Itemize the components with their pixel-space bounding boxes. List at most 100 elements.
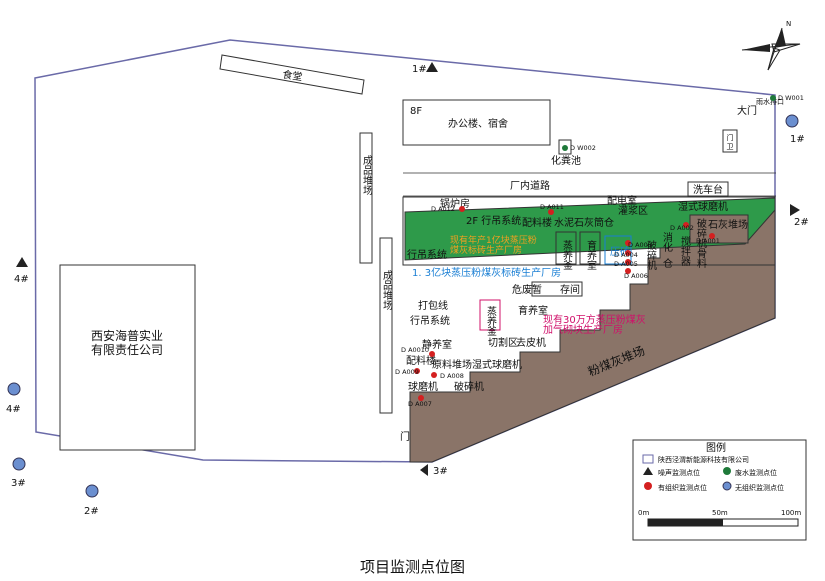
distribution-label: 配电室 [607, 194, 637, 207]
main-gate-label: 大门 [737, 104, 757, 117]
car-wash-label: 洗车台 [693, 183, 723, 196]
product-yard-2 [379, 237, 393, 414]
organized-point-da009-label: D A009 [395, 368, 419, 376]
crusher-c-label: 破碎机 [454, 380, 484, 393]
organized-point-da006-label: D A006 [624, 272, 648, 280]
legend-noise-swatch [643, 467, 653, 475]
organized-point-da005 [625, 259, 631, 265]
scale-50: 50m [712, 509, 728, 517]
crusher-b-label: 破碎机 [645, 239, 657, 271]
office-building [402, 99, 551, 146]
car-wash [687, 181, 729, 197]
legend-unorganized: 无组织监测点位 [735, 483, 784, 492]
legend-company: 陕西泾渭新能源科技有限公司 [658, 455, 749, 464]
product-yard-1-label: 成品堆场 [361, 155, 373, 196]
hazard-room [531, 281, 583, 297]
product-yard-1 [359, 132, 373, 264]
inner-road-label: 厂内道路 [510, 179, 550, 192]
product-yard-2-label: 成品堆场 [381, 270, 393, 311]
office-floors: 8F [410, 106, 422, 117]
cutting-label: 切割区 [488, 336, 518, 349]
organized-point-da003 [625, 240, 631, 246]
organized-point-da001-label: D A001 [696, 237, 720, 245]
rain-outlet-label: 雨水排口 [756, 97, 784, 106]
aggregate-label: 骨料 [695, 248, 707, 269]
scale-100: 100m [781, 509, 801, 517]
hazard-label-2: 存间 [560, 283, 580, 296]
legend-company-swatch [642, 454, 654, 464]
legend-title: 图例 [706, 441, 726, 454]
unorganized-point-1-label: 1# [790, 134, 805, 145]
slurry-label: 灌浆区 [618, 204, 648, 217]
wastewater-point-dw002 [562, 145, 568, 151]
legend: 图例 陕西泾渭新能源科技有限公司 噪声监测点位 废水监测点位 有组织监测点位 无… [632, 439, 807, 541]
unorganized-point-3 [12, 457, 26, 471]
unorganized-point-1 [785, 114, 799, 128]
wet-ball-label: 湿式球磨机 [678, 200, 728, 213]
noise-point-3-label: 3# [433, 466, 448, 477]
legend-organized-swatch [644, 482, 652, 490]
legend-wastewater-swatch [723, 467, 731, 475]
batching-label: 配料楼 [522, 216, 552, 229]
legend-noise: 噪声监测点位 [658, 468, 700, 477]
mixer-label: 搅拌器 [679, 235, 691, 267]
canteen-label: 食堂 [282, 68, 304, 84]
green-zone [404, 197, 776, 261]
wastewater-point-dw001 [770, 95, 776, 101]
unorganized-point-2-label: 2# [84, 506, 99, 517]
neighbor-name-1: 西安海普实业 [91, 328, 163, 343]
legend-unorganized-swatch [722, 481, 732, 491]
legend-wastewater: 废水监测点位 [735, 468, 777, 477]
noise-point-1 [426, 62, 438, 72]
noise-point-2-label: 2# [794, 217, 809, 228]
crane-system-a-label: 行吊系统 [407, 248, 447, 261]
crusher-a-label: 破碎机 [695, 217, 707, 249]
organized-point-da012 [459, 206, 465, 212]
magenta-note-2: 加气砌块生产厂房 [543, 323, 623, 336]
batching-b-label: 配料楼 [406, 354, 436, 367]
legend-organized: 有组织监测点位 [658, 483, 707, 492]
organized-point-da007-label: D A007 [408, 400, 432, 408]
noise-point-4-label: 4# [14, 274, 29, 285]
wastewater-point-dw002-label: D W002 [570, 144, 596, 152]
organized-point-da001 [709, 233, 715, 239]
curing-room-a-label: 育养室 [585, 239, 597, 270]
packing-label: 打包线 [418, 299, 448, 312]
organized-point-da004-label: D A004 [614, 251, 638, 259]
plant-outline [402, 196, 776, 266]
organized-points: D A012 D A011 D A002 D A001 D A003 D A00… [395, 203, 720, 408]
press-label: 压砖 [610, 245, 630, 258]
organized-point-da002 [683, 222, 689, 228]
organized-point-da010-label: D A0010 [401, 346, 429, 354]
orange-note-1: 现有年产1亿块蒸压粉 [450, 234, 537, 246]
organized-point-da012-label: D A012 [431, 205, 455, 213]
limestone-yard [689, 214, 749, 244]
noise-point-3 [420, 464, 428, 476]
organized-point-da003-label: D A003 [628, 241, 652, 249]
digest-a-label: 消化 [661, 231, 673, 252]
belt-label: 去皮机 [516, 336, 546, 349]
organized-point-da005-label: D A005 [614, 260, 638, 268]
limestone-label: 石灰堆场 [708, 218, 748, 231]
steam-kettle-a [555, 231, 577, 265]
crane-2f-label: 2F 行吊系统 [466, 214, 521, 227]
unorganized-point-3-label: 3# [11, 478, 26, 489]
curing-room-b-label: 育养室 [518, 304, 548, 317]
septic-label: 化粪池 [551, 154, 581, 167]
organized-point-da011-label: D A011 [540, 203, 564, 211]
neighbor-building [59, 264, 196, 451]
noise-point-1-label: 1# [412, 64, 427, 75]
pre-curing-label: 静养室 [422, 338, 452, 351]
orange-note-2: 煤灰标砖生产厂房 [450, 244, 522, 256]
site-map: 西安海普实业 有限责任公司 食堂 成品堆场 成品堆场 8F 办公楼、宿舍 化粪池… [6, 20, 809, 541]
canteen [219, 54, 365, 95]
figure-caption: 项目监测点位图 [359, 558, 465, 576]
organized-point-da008-label: D A008 [440, 372, 464, 380]
organized-point-da006 [625, 268, 631, 274]
scale-0: 0m [638, 509, 649, 517]
curing-room-a [579, 231, 601, 265]
organized-point-da009 [414, 368, 420, 374]
digest-b-label: 仓 [661, 257, 673, 268]
neighbor-name-2: 有限责任公司 [91, 343, 163, 357]
ball-mill-label: 球磨机 [408, 380, 438, 393]
